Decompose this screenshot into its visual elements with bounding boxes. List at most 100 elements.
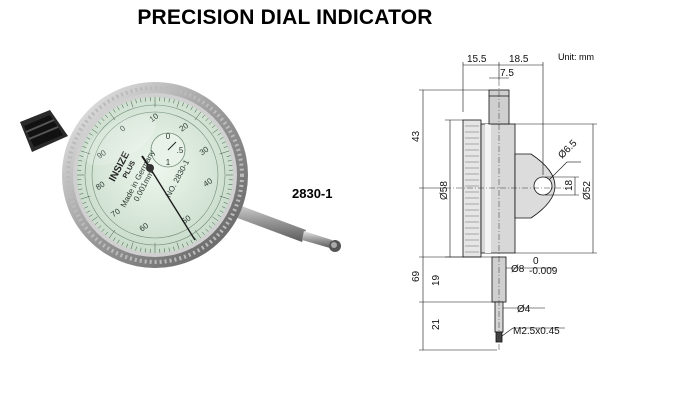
dial-tick [80,195,91,200]
dial-tick [105,114,109,119]
dial-tick [135,99,137,104]
technical-drawing: 15.5 18.5 7.5 43 Ø58 Ø52 Ø6.5 18 69 19 Ø… [411,54,597,351]
dim-stem-length: 19 [431,274,442,286]
dial-number: 0 [118,123,127,133]
dial-tick [94,221,99,225]
dial-tick [176,100,180,108]
dial-tick [186,104,189,109]
dial-tick [221,206,226,209]
dial-tick [228,184,233,186]
dial-tick [130,100,134,108]
dial-tick [194,237,198,241]
dial-tick [77,164,82,166]
dial-tick [219,195,230,200]
dial-tick [219,137,224,140]
dial-tick [208,225,213,229]
dial-tick [190,239,193,244]
dim-thread: M2.5x0.45 [513,326,560,337]
dial-tick [168,247,170,252]
dial-tick [77,184,82,186]
model-number: 2830-1 [292,186,333,201]
dial-tick [194,229,202,239]
dial-tick [94,125,99,129]
dial-tick [219,210,224,213]
dial-tick [117,106,120,111]
dial-tick [101,228,105,233]
dial-tick [194,111,202,121]
dial-tick [201,114,205,119]
dial-tick [78,188,83,190]
dial-tick [201,231,205,236]
outer-scale-numbers: 0 10 20 30 40 50 60 70 80 90 [94,111,214,233]
knurl-lines [465,125,479,253]
dial-tick [227,160,232,162]
dial-indicator-photo: 0 10 20 30 40 50 60 70 80 90 0 .5 1 INSI… [20,82,341,268]
dial-tick [227,188,232,190]
dial-tick [144,97,146,102]
dial-tick [212,128,219,134]
dial-tick [112,237,116,241]
dim-body-diameter: Ø58 [439,181,450,200]
dial-tick [78,160,83,162]
dial-tick [176,242,180,250]
dial-tick [105,231,109,236]
dial-tick [89,132,93,136]
dial-tick [84,206,89,209]
dial-tick [219,150,230,155]
lug-hole [533,176,553,196]
revolution-counter: 0 .5 1 [150,132,186,168]
dial-tick [97,121,102,125]
dim-top-width-2: 18.5 [509,54,529,65]
dial-tick [82,146,87,148]
dial-tick [140,247,142,252]
dial-tick [112,109,116,113]
dial-tick [221,141,226,144]
dial-tick [212,216,219,222]
dial-tick [194,109,198,113]
dial-tick [108,111,116,121]
dim-tip-diameter: Ø4 [517,304,531,315]
dial-tick [91,128,98,134]
dial-tick [164,248,166,253]
bezel-knurl [462,119,482,258]
unit-label: Unit: mm [558,52,594,62]
dial-tick [182,243,184,248]
dim-tip-length: 21 [431,318,442,330]
dim-stem-offset: 7.5 [500,68,514,79]
dial-tick [101,117,105,122]
dial-tick [211,221,216,225]
dial-tick [126,243,128,248]
dial-tick [190,106,193,111]
counter-number: 1 [166,158,171,167]
dial-tick [117,239,120,244]
dial-tick [223,202,228,204]
dial-tick [173,246,175,251]
dial-tick [130,242,134,250]
dial-tick [205,117,209,122]
dial-tick [91,216,98,222]
dial-tick [80,150,91,155]
dial-tick [121,104,124,109]
dial-tick [226,155,231,157]
dial-tick [217,214,221,218]
dial-tick [217,132,221,136]
dim-total-length: 69 [411,270,422,282]
dial-tick [211,125,216,129]
dial-tick [108,229,116,239]
dial-tick [208,121,213,125]
dim-lug-hole: Ø6.5 [556,138,579,161]
dim-top-width-1: 15.5 [467,54,487,65]
dim-stem-tol-lower: -0.009 [529,266,558,277]
counter-number: 0 [166,132,171,141]
dial-tick [86,210,91,213]
dim-upper-height: 43 [411,130,422,142]
dial-tick [228,164,233,166]
dial-tick [186,241,189,246]
dial-tick [135,246,137,251]
dial-tick [205,228,209,233]
page-title: PRECISION DIAL INDICATOR [137,6,433,29]
dial-tick [182,102,184,107]
dial-tick [82,202,87,204]
dial-ticks [77,97,233,253]
dial-tick [223,146,228,148]
